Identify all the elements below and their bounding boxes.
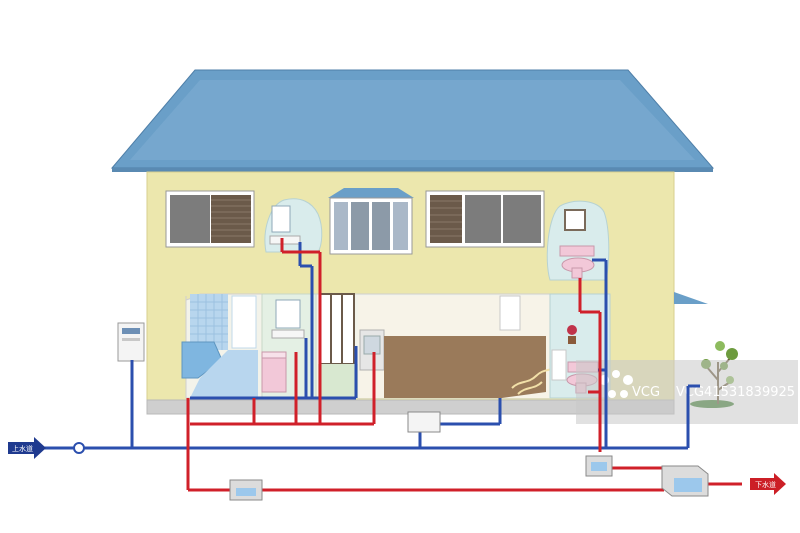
water-meter-box — [407, 411, 441, 433]
back-window — [499, 295, 521, 331]
window-shutter-right — [430, 195, 462, 243]
bay-pane-1 — [334, 202, 348, 250]
watermark-id: VCG41531839925 — [676, 385, 795, 400]
drain-pipes — [186, 238, 742, 492]
toilet-icon — [559, 245, 595, 279]
roof-highlight — [130, 80, 695, 160]
valve-icon — [73, 442, 85, 454]
toilet-window — [551, 349, 567, 381]
sink-icon — [271, 329, 305, 339]
window-pane — [170, 195, 210, 243]
bathroom-tile-grid — [190, 294, 228, 350]
water-supply-label: 上水道 — [12, 444, 33, 453]
bathroom-window — [231, 295, 257, 349]
sewer-basin — [661, 465, 709, 497]
side-canopy — [674, 292, 708, 304]
window-shutter — [211, 195, 251, 243]
upper-toilet-window — [564, 209, 586, 231]
door — [319, 293, 355, 365]
manhole-icon — [229, 479, 263, 501]
upper-sink — [269, 235, 301, 245]
washroom-mirror — [275, 299, 301, 329]
bay-pane-3 — [372, 202, 390, 250]
door-slats — [330, 294, 343, 364]
manhole-right — [585, 455, 613, 477]
window-pane-right-1 — [465, 195, 501, 243]
bay-window-roof — [328, 188, 414, 198]
sewer-label: 下水道 — [755, 480, 776, 489]
water-heater-icon — [117, 322, 145, 362]
sewer-arrow: 下水道 — [750, 473, 786, 495]
supply-pipes — [44, 242, 700, 450]
water-supply-arrow: 上水道 — [8, 437, 46, 459]
watermark-brand: VCG — [632, 385, 660, 400]
washing-machine — [261, 351, 287, 393]
wood-floor — [384, 336, 546, 398]
upper-mirror — [271, 205, 291, 233]
eave — [112, 168, 713, 172]
bathroom-floor — [190, 350, 258, 398]
window-pane-right-2 — [503, 195, 541, 243]
kitchen-sink — [363, 335, 381, 355]
bay-pane-4 — [393, 202, 408, 250]
hall-floor — [318, 364, 358, 398]
flower-pot — [567, 325, 577, 344]
bay-pane-2 — [351, 202, 369, 250]
